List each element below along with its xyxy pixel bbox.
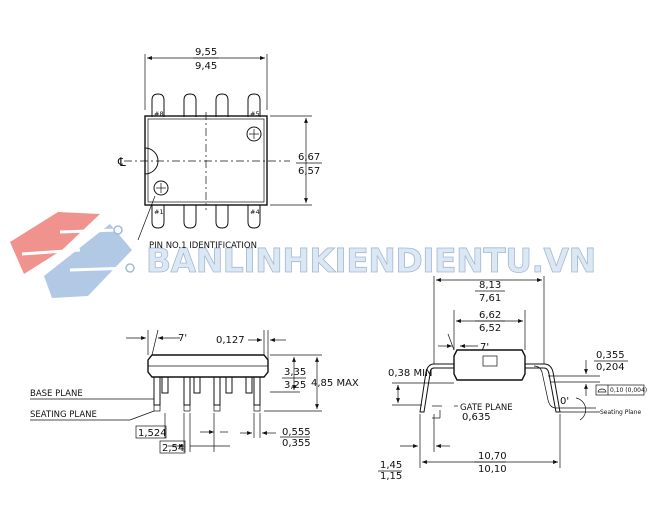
end-seating-plane: Seating Plane — [600, 409, 641, 416]
end-view-body — [453, 349, 526, 381]
seating-plane-label: SEATING PLANE — [30, 410, 97, 420]
gate-dim: 0,635 — [462, 412, 491, 423]
watermark-text: BANLINHKIENDIENTU.VN — [146, 241, 596, 280]
side-view: 7' 0,127 3,35 3,25 4,85 MAX BASE PLANE S… — [30, 329, 359, 454]
pin-label-4: #4 — [250, 208, 260, 216]
pin1-note: PIN NO.1 IDENTIFICATION — [149, 241, 257, 251]
lead-thickness: 0,127 — [216, 335, 245, 346]
pin-marker-icon — [246, 126, 262, 142]
side-view-body — [147, 354, 269, 378]
top-view-top-pins — [151, 93, 261, 117]
seat-angle: 0' — [560, 396, 569, 407]
pin1-indicator-icon — [153, 180, 169, 196]
standoff: 0,38 MIN — [388, 368, 433, 379]
top-view-bottom-pins — [151, 205, 261, 229]
width-min: 6,57 — [298, 166, 320, 177]
gate-plane-label: GATE PLANE — [460, 403, 513, 413]
overall-min: 10,10 — [478, 464, 507, 475]
body-width-min: 6,52 — [479, 323, 501, 334]
end-angle: 7' — [480, 342, 489, 353]
pin-label-8: #8 — [154, 110, 164, 118]
end-view-right-lead — [525, 363, 561, 413]
length-max: 9,55 — [195, 47, 217, 58]
side-view-leads — [153, 377, 261, 406]
flatness-icon — [597, 388, 607, 393]
row-span-min: 7,61 — [479, 293, 501, 304]
row-span-max: 8,13 — [479, 280, 501, 291]
pin-label-5: #5 — [250, 110, 260, 118]
height-max: 3,35 — [284, 367, 306, 378]
top-view: #8 #5 #1 #4 ℄ 9,55 9,45 6,67 6,57 PIN NO… — [117, 47, 322, 251]
width-max: 6,67 — [298, 152, 320, 163]
lead-width-min: 0,355 — [282, 438, 311, 449]
height-min: 3,25 — [284, 380, 306, 391]
end-view-left-lead — [419, 363, 454, 413]
overall-max: 10,70 — [478, 451, 507, 462]
flatness: 0,10 (0,004) — [610, 387, 647, 394]
lead-thick-min: 0,204 — [596, 362, 625, 373]
pin-label-1: #1 — [154, 208, 164, 216]
watermark-logo-icon — [10, 212, 135, 298]
foot-max: 1,45 — [380, 460, 402, 471]
pitch: 2,54 — [162, 443, 184, 454]
length-min: 9,45 — [195, 61, 217, 72]
end-view: 8,13 7,61 6,62 6,52 7' 0,38 MIN 0,355 0,… — [378, 276, 647, 482]
centerline-symbol: ℄ — [117, 155, 126, 169]
base-plane-label: BASE PLANE — [30, 389, 83, 399]
lead-width-max: 0,555 — [282, 427, 311, 438]
foot-min: 1,15 — [380, 471, 402, 482]
total-height: 4,85 MAX — [311, 378, 359, 389]
watermark: BANLINHKIENDIENTU.VN — [10, 212, 597, 298]
pitch-offset: 1,524 — [138, 428, 167, 439]
lead-thick-max: 0,355 — [596, 350, 625, 361]
body-width-max: 6,62 — [479, 310, 501, 321]
side-angle: 7' — [178, 333, 187, 344]
